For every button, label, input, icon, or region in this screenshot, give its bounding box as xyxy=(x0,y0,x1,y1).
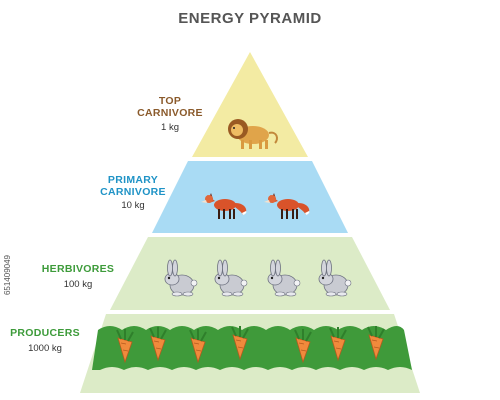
producers-amount: 1000 kg xyxy=(28,343,62,354)
herbivores-amount: 100 kg xyxy=(63,279,93,290)
primary-carnivore-label: PRIMARY CARNIVORE xyxy=(100,174,166,199)
top-carnivore-amount: 1 kg xyxy=(161,122,179,133)
level-herbivores xyxy=(110,237,390,310)
level-top-carnivore xyxy=(192,52,308,157)
herbivores-label: HERBIVORES xyxy=(41,263,115,275)
stock-id-watermark: 651409049 xyxy=(3,255,12,296)
top-carnivore-label: TOP CARNIVORE xyxy=(137,95,203,120)
primary-carnivore-amount: 10 kg xyxy=(121,200,145,211)
level-primary-carnivore xyxy=(152,161,348,233)
grass-band xyxy=(92,326,412,370)
producers-label: PRODUCERS xyxy=(10,327,80,339)
diagram-title: ENERGY PYRAMID xyxy=(178,10,322,27)
